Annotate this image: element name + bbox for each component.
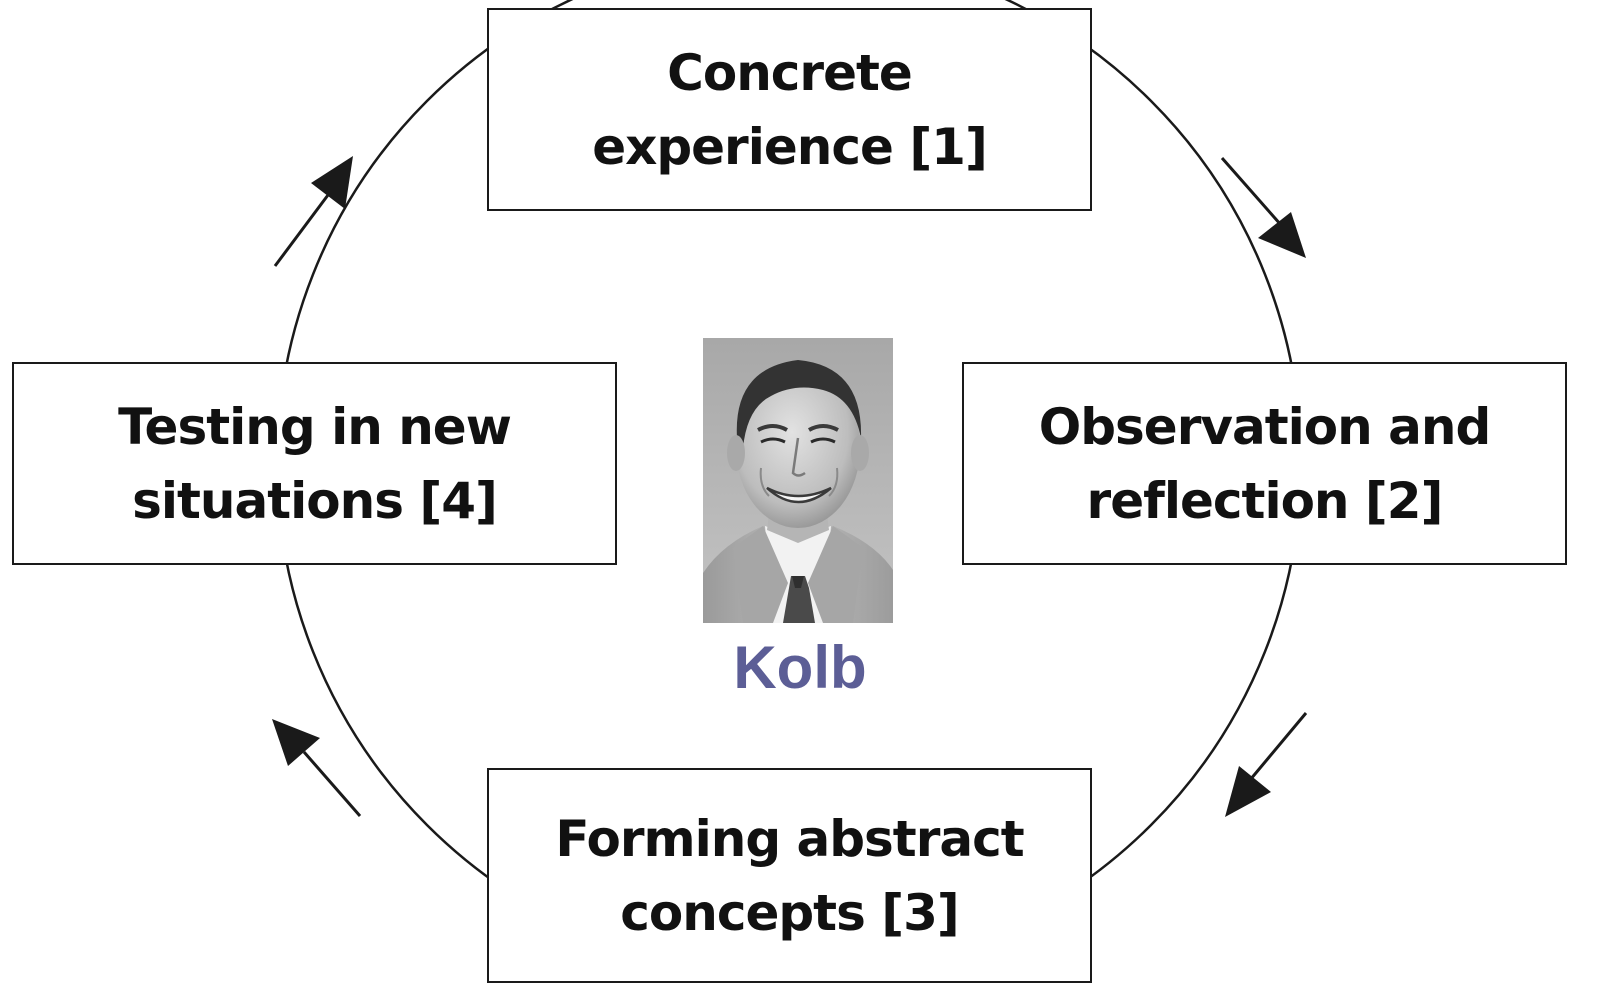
stage-box-concrete-experience: Concrete experience [1]: [487, 8, 1092, 211]
arrow-1-to-2: [1220, 157, 1306, 258]
arrow-4-to-1: [273, 156, 353, 267]
stage-box-testing-new-situations: Testing in new situations [4]: [12, 362, 617, 565]
stage-label: Concrete experience [1]: [592, 43, 988, 176]
stage-box-abstract-concepts: Forming abstract concepts [3]: [487, 768, 1092, 983]
kolb-name-label: Kolb: [733, 634, 867, 701]
stage-label: Observation and reflection [2]: [1038, 397, 1491, 530]
arrow-3-to-4: [272, 719, 362, 817]
portrait-photo: [703, 338, 893, 623]
stage-label: Testing in new situations [4]: [118, 397, 512, 530]
stage-box-observation-reflection: Observation and reflection [2]: [962, 362, 1567, 565]
stage-label: Forming abstract concepts [3]: [555, 809, 1024, 942]
arrow-2-to-3: [1225, 712, 1308, 817]
